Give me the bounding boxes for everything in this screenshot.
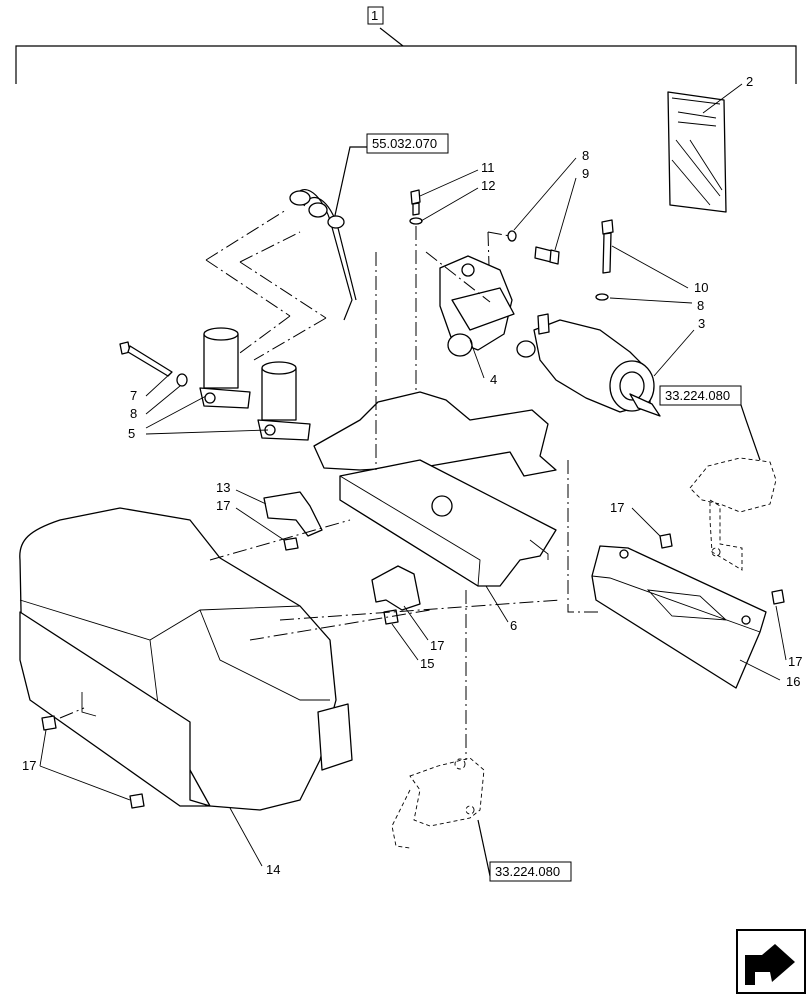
callout-4: 4 — [490, 372, 497, 387]
bolts-17-cover: 17 — [22, 707, 145, 809]
manual-booklet: 2 — [667, 74, 753, 213]
callout-14: 14 — [266, 862, 280, 877]
reference-label: 55.032.070 — [372, 136, 437, 151]
valve-3: 3 — [533, 313, 705, 417]
valve-4: 4 — [439, 255, 536, 387]
callout-13: 13 — [216, 480, 230, 495]
solenoid-valves-5: 5 — [128, 327, 311, 441]
assembly-bracket: 1 — [15, 6, 797, 84]
cover-14: 14 — [19, 507, 561, 877]
mounting-plate-6: 6 — [313, 251, 557, 633]
callout-11: 11 — [481, 160, 495, 175]
hose-bundle — [205, 189, 357, 376]
callout-3: 3 — [698, 316, 705, 331]
callout-8-left: 8 — [130, 406, 137, 421]
callout-2: 2 — [746, 74, 753, 89]
callout-1: 1 — [371, 8, 378, 23]
callout-17-lower-left: 17 — [22, 758, 36, 773]
callout-15: 15 — [420, 656, 434, 671]
callout-10: 10 — [694, 280, 708, 295]
reference-33-224-080-lower[interactable]: 33.224.080 — [391, 757, 572, 882]
lower-bracket — [391, 757, 485, 849]
clamp-bracket — [689, 457, 777, 571]
callout-17-upper-left: 17 — [216, 498, 230, 513]
callout-6: 6 — [510, 618, 517, 633]
next-page-arrow-icon[interactable] — [736, 929, 806, 994]
bolt-10-washer-8: 10 8 — [595, 219, 708, 313]
callout-12: 12 — [481, 178, 495, 193]
bolt-9-washer-8: 8 9 — [487, 148, 589, 301]
callout-8-top: 8 — [582, 148, 589, 163]
panel-16: 17 17 16 — [567, 460, 802, 689]
callout-5: 5 — [128, 426, 135, 441]
bolt-7-washer-8: 7 8 — [119, 341, 188, 421]
bracket-15: 17 15 — [371, 565, 467, 760]
callout-17-right: 17 — [788, 654, 802, 669]
callout-17-right-top: 17 — [610, 500, 624, 515]
callout-17-center: 17 — [430, 638, 444, 653]
callout-9: 9 — [582, 166, 589, 181]
reference-label: 33.224.080 — [665, 388, 730, 403]
callout-16: 16 — [786, 674, 800, 689]
bracket-13: 13 17 — [216, 480, 323, 551]
callout-8-right: 8 — [697, 298, 704, 313]
callout-7: 7 — [130, 388, 137, 403]
bolt-11-washer-12: 11 12 — [409, 160, 495, 395]
reference-33-224-080-upper[interactable]: 33.224.080 — [659, 385, 777, 571]
reference-55-032-070[interactable]: 55.032.070 — [333, 133, 449, 221]
reference-label: 33.224.080 — [495, 864, 560, 879]
